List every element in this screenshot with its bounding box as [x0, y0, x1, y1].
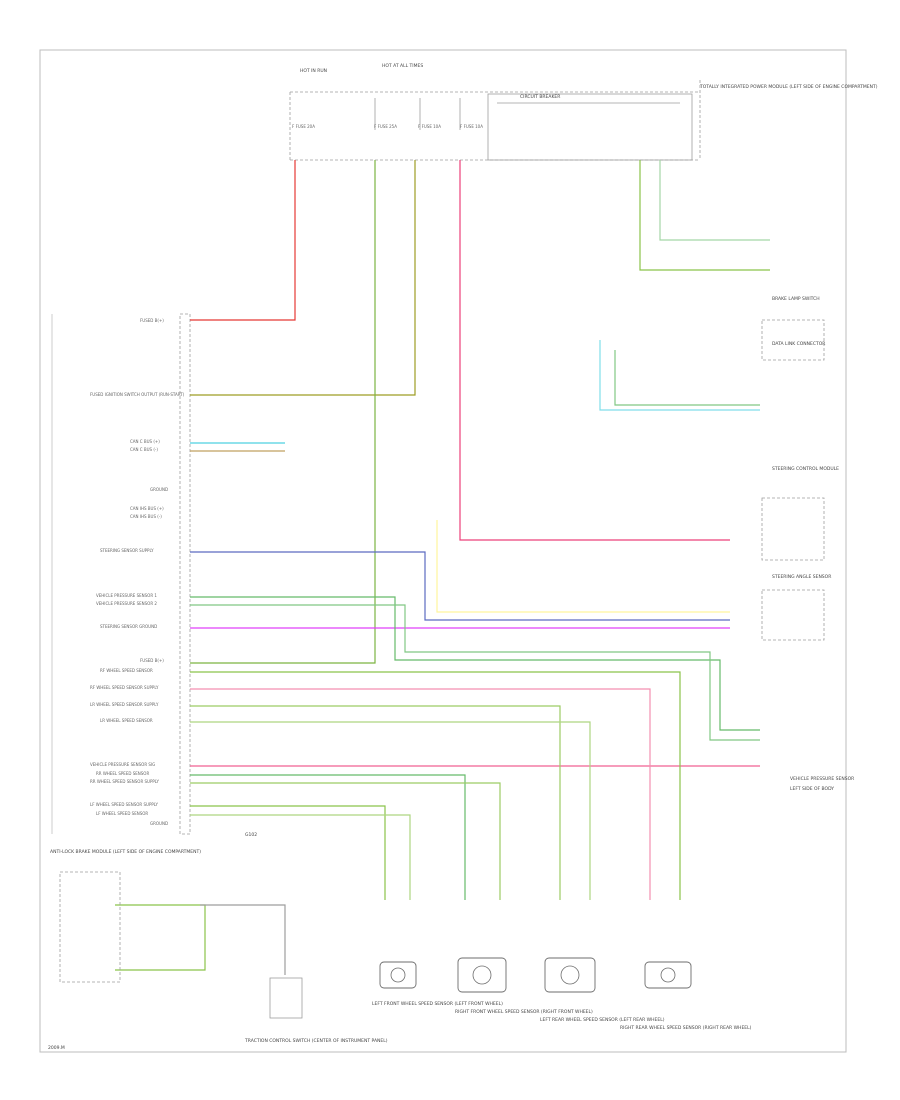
wire-yellow: [436, 520, 730, 613]
angle-sensor-box: [761, 589, 825, 641]
lf-wheel-sensor-icon: [379, 961, 417, 989]
traction-switch-box: [59, 871, 121, 983]
pin-label: VEHICLE PRESSURE SENSOR SIG: [90, 762, 155, 767]
wire-pressure-2: [190, 604, 760, 741]
pin-label: CAN IHS BUS (-): [130, 514, 162, 519]
rf-wheel-sensor-icon: [457, 957, 507, 993]
steering-module-box: [761, 497, 825, 561]
pin-label: LR WHEEL SPEED SENSOR SUPPLY: [90, 702, 159, 707]
wire-brake-cyan: [599, 340, 760, 411]
wire-lf-supply: [190, 805, 386, 900]
steering-control-module-label: STEERING CONTROL MODULE: [772, 466, 839, 472]
pin-label: LR WHEEL SPEED SENSOR: [100, 718, 153, 723]
pin-label: VEHICLE PRESSURE SENSOR 2: [96, 601, 157, 606]
fuse-row: F FUSE 20A F FUSE 25A F FUSE 10A F FUSE …: [292, 124, 483, 129]
label-hot-at-all-times: HOT AT ALL TIMES: [382, 63, 423, 69]
fuse-2: F FUSE 25A: [374, 124, 397, 129]
steering-angle-sensor-label: STEERING ANGLE SENSOR: [772, 574, 831, 580]
pin-label: CAN IHS BUS (+): [130, 506, 164, 511]
power-distribution-box: [289, 80, 701, 161]
label-central-box: TOTALLY INTEGRATED POWER MODULE (LEFT SI…: [699, 84, 878, 90]
brake-lamp-switch-label: BRAKE LAMP SWITCH: [772, 296, 820, 302]
brake-lamp-switch-box: [761, 319, 825, 361]
pin-label: LF WHEEL SPEED SENSOR: [96, 811, 148, 816]
wire-rr-supply: [190, 782, 501, 900]
wire-traction-ground: [200, 904, 286, 975]
left-body-label: LEFT SIDE OF BODY: [790, 786, 834, 792]
diagram-code: 2009.M: [48, 1045, 65, 1051]
wire-lr-supply: [190, 705, 561, 900]
wire-lf-signal: [190, 814, 411, 900]
pin-label: RF WHEEL SPEED SENSOR: [100, 668, 153, 673]
pin-label: CAN C BUS (-): [130, 447, 158, 452]
diagram-frame: [39, 49, 847, 1053]
lr-wheel-sensor-icon: [544, 957, 596, 993]
wire-rr-signal: [190, 774, 466, 900]
label-hot-run: HOT IN RUN: [300, 68, 327, 74]
wire-traction-green: [115, 904, 206, 971]
dlc-label: DATA LINK CONNECTOR: [772, 341, 825, 347]
pin-label: FUSED B(+): [140, 658, 164, 663]
rr-sensor-label: RIGHT REAR WHEEL SPEED SENSOR (RIGHT REA…: [620, 1025, 752, 1031]
wire-pink-b-plus: [459, 160, 730, 541]
traction-switch-component: [269, 977, 303, 1019]
pin-label: STEERING SENSOR SUPPLY: [100, 548, 154, 553]
pin-label: GROUND: [150, 487, 168, 492]
wire-top-right-green-2: [659, 160, 770, 241]
wire-green-fused: [190, 160, 376, 664]
wire-steering-supply: [190, 551, 730, 621]
wire-brake-green: [614, 350, 760, 406]
pin-label: FUSED B(+): [140, 318, 164, 323]
wire-pressure-1: [190, 596, 760, 731]
pin-label: GROUND: [150, 821, 168, 826]
bottom-left-label-1: ANTI-LOCK BRAKE MODULE (LEFT SIDE OF ENG…: [50, 849, 201, 855]
bottom-left-label-3: TRACTION CONTROL SWITCH (CENTER OF INSTR…: [244, 1038, 388, 1044]
fuse-4: F FUSE 10A: [460, 124, 483, 129]
wheel-sensors: [379, 957, 692, 993]
pin-label: LF WHEEL SPEED SENSOR SUPPLY: [90, 802, 158, 807]
rf-sensor-label: RIGHT FRONT WHEEL SPEED SENSOR (RIGHT FR…: [455, 1009, 593, 1015]
wire-ignition: [190, 160, 416, 396]
wire-top-right-green: [639, 160, 770, 271]
pin-label: FUSED IGNITION SWITCH OUTPUT (RUN-START): [90, 392, 185, 397]
pin-label: RR WHEEL SPEED SENSOR SUPPLY: [90, 779, 159, 784]
pin-label: RF WHEEL SPEED SENSOR SUPPLY: [90, 685, 159, 690]
fuse-1: F FUSE 20A: [292, 124, 315, 129]
fuse-3: F FUSE 10A: [418, 124, 441, 129]
label-circuit-breaker: CIRCUIT BREAKER: [520, 94, 560, 100]
wire-lr-signal: [190, 721, 591, 900]
pin-label: STEERING SENSOR GROUND: [100, 624, 157, 629]
bottom-left-label-2: G102: [245, 832, 257, 838]
lr-sensor-label: LEFT REAR WHEEL SPEED SENSOR (LEFT REAR …: [540, 1017, 665, 1023]
abs-module-outline: [179, 313, 191, 835]
pressure-sensor-label: VEHICLE PRESSURE SENSOR: [790, 776, 854, 782]
pin-label: VEHICLE PRESSURE SENSOR 1: [96, 593, 157, 598]
lf-sensor-label: LEFT FRONT WHEEL SPEED SENSOR (LEFT FRON…: [372, 1001, 503, 1007]
wires: [115, 160, 770, 975]
wire-rf-signal: [190, 688, 651, 900]
wire-fused-b-plus: [190, 160, 296, 321]
rr-wheel-sensor-icon: [644, 961, 692, 989]
wire-rf-supply: [190, 671, 681, 900]
module-pin-labels: FUSED B(+) FUSED IGNITION SWITCH OUTPUT …: [90, 318, 185, 826]
pin-label: RR WHEEL SPEED SENSOR: [96, 771, 149, 776]
pin-label: CAN C BUS (+): [130, 439, 160, 444]
right-component-labels: BRAKE LAMP SWITCH DATA LINK CONNECTOR ST…: [772, 296, 854, 792]
